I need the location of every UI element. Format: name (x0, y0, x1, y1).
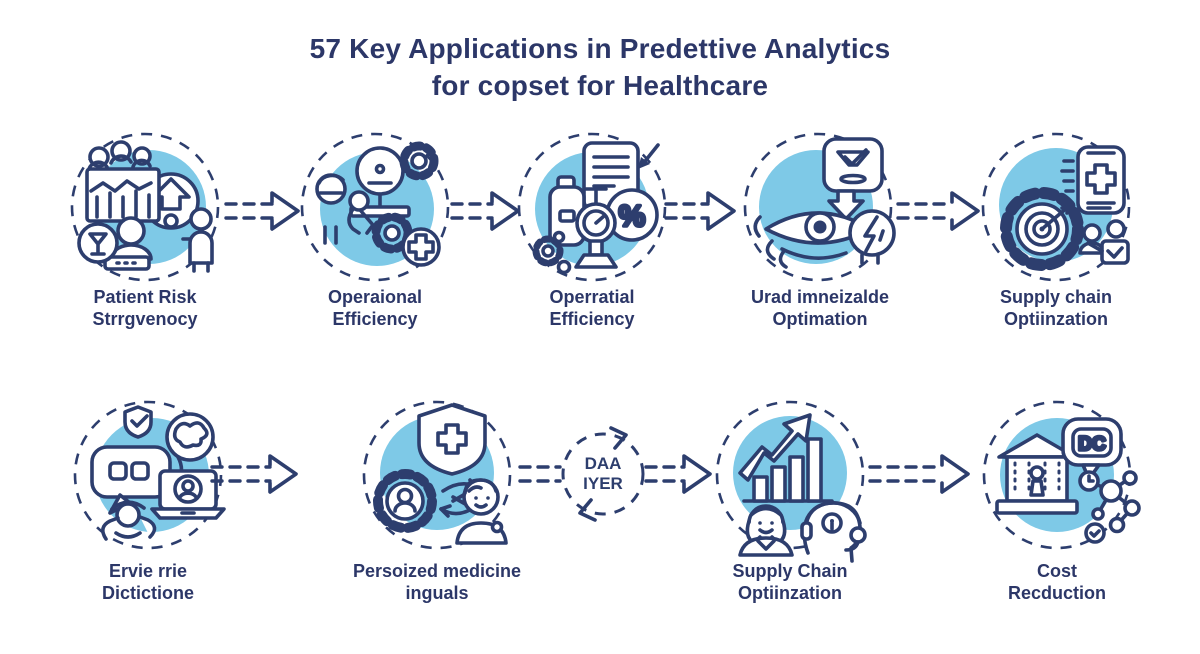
dc-label: DC (1078, 434, 1106, 455)
node-operational-efficiency-2: % (512, 127, 672, 287)
label-line: Efficiency (332, 309, 418, 329)
flow-arrow-4 (896, 191, 980, 231)
label-line: Cost (1037, 561, 1077, 581)
node-personalized-medicine (357, 395, 517, 555)
label-line: Optimation (772, 309, 868, 329)
label-line: Patient Risk (93, 287, 197, 307)
label-operational-efficiency-1: Operaional Efficiency (245, 286, 505, 330)
label-line: Efficiency (549, 309, 635, 329)
node-operational-efficiency-1 (295, 127, 455, 287)
chat-globe-laptop-icon (73, 400, 226, 550)
label-supply-chain-2: Supply Chain Optiinzation (660, 560, 920, 604)
cycle-text-2: IYER (583, 474, 623, 493)
node-optimation (738, 127, 898, 287)
label-line: Urad imneizalde (750, 287, 890, 307)
label-line: Supply Chain (732, 561, 848, 581)
label-line: Dictictione (101, 583, 194, 603)
page-title: 57 Key Applications in Predettive Analyt… (0, 30, 1200, 104)
gear-target-medical-icon (981, 132, 1131, 282)
node-prediction-service (68, 395, 228, 555)
label-personalized-medicine: Persoized medicine inguals (307, 560, 567, 604)
audience-chart-person-icon (70, 132, 220, 282)
percent-symbol: % (619, 200, 646, 233)
node-cost-reduction: DC (977, 395, 1141, 555)
label-line: Operaional (327, 287, 423, 307)
label-line: Strrgvenocy (92, 309, 198, 329)
flow-arrow-3 (664, 191, 736, 231)
bank-network-icon: DC (982, 400, 1141, 550)
flow-arrow-1 (224, 191, 300, 231)
data-cycle: DAA IYER (553, 424, 653, 524)
cycle-arrows-icon: DAA IYER (561, 426, 645, 522)
title-line-1: 57 Key Applications in Predettive Analyt… (309, 33, 891, 64)
shield-gear-patient-icon (362, 400, 512, 550)
label-patient-risk: Patient Risk Strrgvenocy (15, 286, 275, 330)
label-prediction-service: Ervie rrie Dictictione (18, 560, 278, 604)
label-line: Persoized medicine (352, 561, 522, 581)
label-operational-efficiency-2: Operratial Efficiency (462, 286, 722, 330)
label-line: Optiinzation (738, 583, 842, 603)
label-line: Operratial (549, 287, 635, 307)
flow-arrow-6 (644, 454, 712, 494)
flow-arrow-7 (868, 454, 970, 494)
label-line: Optiinzation (1004, 309, 1108, 329)
node-patient-risk (65, 127, 225, 287)
title-line-2: for copset for Healthcare (431, 70, 769, 101)
node-supply-chain-2 (710, 395, 870, 563)
label-cost-reduction: Cost Recduction (927, 560, 1187, 604)
growth-chart-people-icon (715, 400, 867, 563)
node-supply-chain-1 (976, 127, 1136, 287)
label-line: Supply chain (999, 287, 1113, 307)
label-supply-chain-1: Supply chain Optiinzation (926, 286, 1186, 330)
medicine-percent-gauge-icon: % (517, 132, 667, 282)
gears-staff-plus-icon (300, 132, 450, 282)
cycle-text-1: DAA (585, 454, 622, 473)
label-line: inguals (405, 583, 469, 603)
flow-connector (518, 465, 562, 483)
eye-check-energy-icon (743, 132, 896, 282)
flow-arrow-5 (210, 454, 298, 494)
label-line: Recduction (1007, 583, 1106, 603)
label-line: Ervie rrie (108, 561, 188, 581)
label-optimation: Urad imneizalde Optimation (690, 286, 950, 330)
